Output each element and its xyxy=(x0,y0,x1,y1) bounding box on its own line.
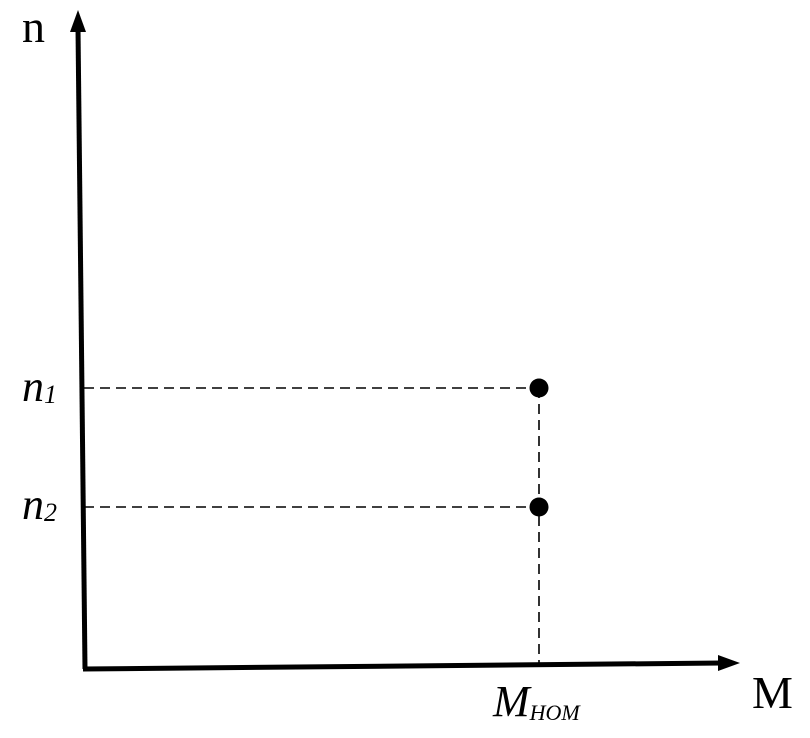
y-axis-arrowhead xyxy=(70,10,86,32)
x-axis-label: M xyxy=(752,667,793,718)
x-axis-arrowhead xyxy=(718,655,740,671)
tick-label-mnom-subscript: НОМ xyxy=(529,700,582,725)
point-n2 xyxy=(529,497,549,517)
tick-label-n2: n2 xyxy=(22,480,57,529)
y-axis xyxy=(75,27,88,670)
tick-label-n1: n1 xyxy=(22,362,57,411)
point-n1 xyxy=(529,378,549,398)
tick-label-mnom-base: M xyxy=(492,677,532,726)
tick-label-mnom: MНОМ xyxy=(492,677,581,726)
tick-label-n1-base: n xyxy=(22,362,44,411)
tick-label-n2-subscript: 2 xyxy=(44,498,57,527)
y-axis-label: n xyxy=(22,1,45,52)
tick-label-n1-subscript: 1 xyxy=(44,380,57,409)
tick-label-n2-base: n xyxy=(22,480,44,529)
x-axis xyxy=(82,660,723,672)
